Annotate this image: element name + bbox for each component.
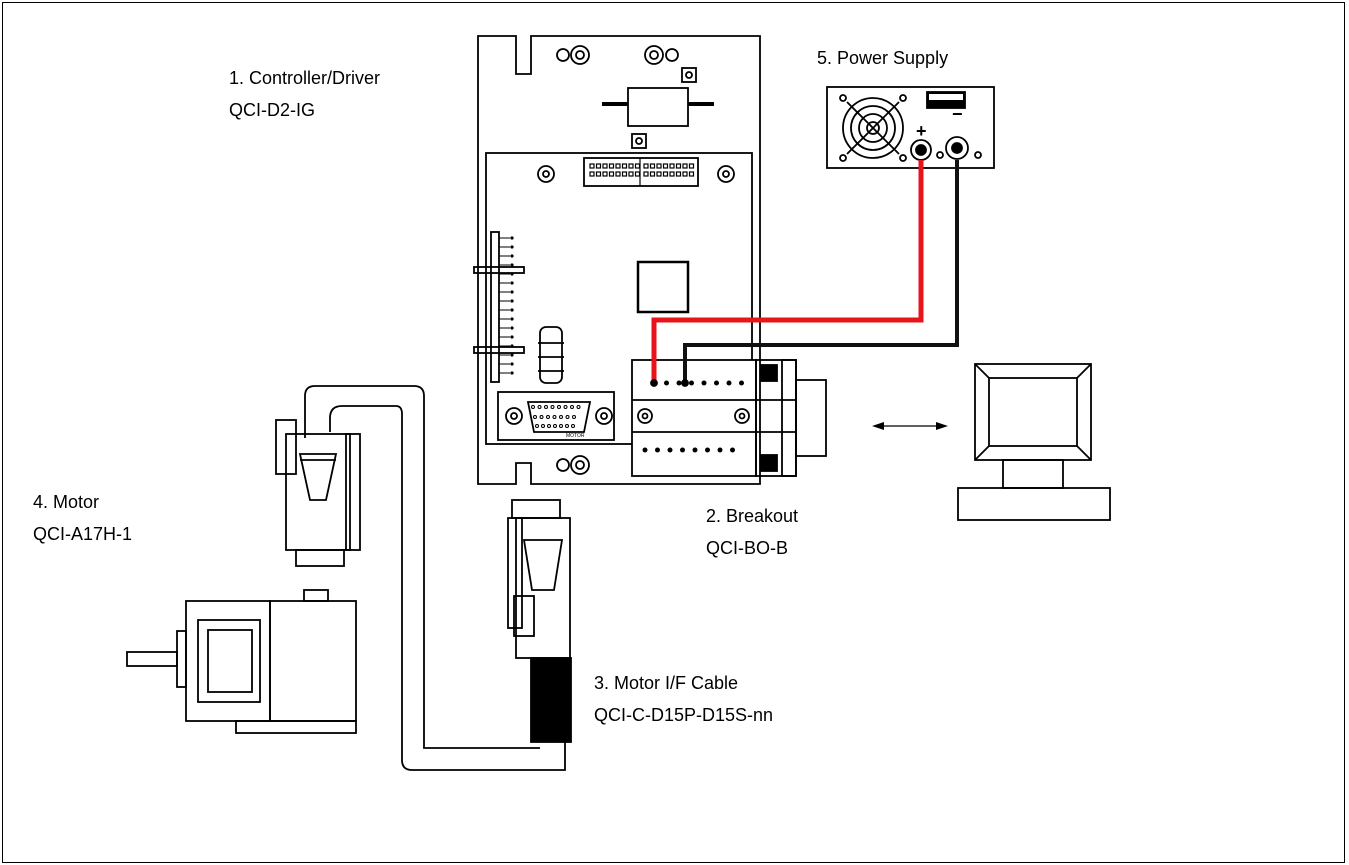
breakout-part-number: QCI-BO-B [706, 538, 789, 558]
breakout-title: 2. Breakout [706, 506, 799, 526]
power-supply-title: 5. Power Supply [817, 48, 949, 68]
motor-part-number: QCI-A17H-1 [33, 524, 133, 544]
cable-label: 3. Motor I/F Cable QCI-C-D15P-D15S-nn [594, 667, 773, 731]
motor-title: 4. Motor [33, 492, 100, 512]
negative-power-wire [683, 160, 959, 382]
breakout-label: 2. Breakout QCI-BO-B [706, 500, 798, 564]
controller-label: 1. Controller/Driver QCI-D2-IG [229, 62, 380, 126]
cable-part-number: QCI-C-D15P-D15S-nn [594, 705, 774, 725]
computer [957, 363, 1111, 521]
motor-label: 4. Motor QCI-A17H-1 [33, 486, 132, 550]
power-supply: + − [826, 86, 995, 169]
positive-power-wire [651, 160, 924, 382]
motor-cable [275, 385, 572, 771]
cable-title: 3. Motor I/F Cable [594, 673, 739, 693]
motor-port-label: MOTOR [566, 433, 585, 439]
power-minus-sign: − [952, 104, 963, 124]
power-supply-label: 5. Power Supply [817, 42, 948, 74]
controller-title: 1. Controller/Driver [229, 68, 381, 88]
power-plus-sign: + [916, 121, 927, 141]
breakout-board [631, 359, 827, 477]
stepper-motor [126, 589, 357, 734]
communication-arrow [872, 422, 948, 430]
controller-part-number: QCI-D2-IG [229, 100, 316, 120]
